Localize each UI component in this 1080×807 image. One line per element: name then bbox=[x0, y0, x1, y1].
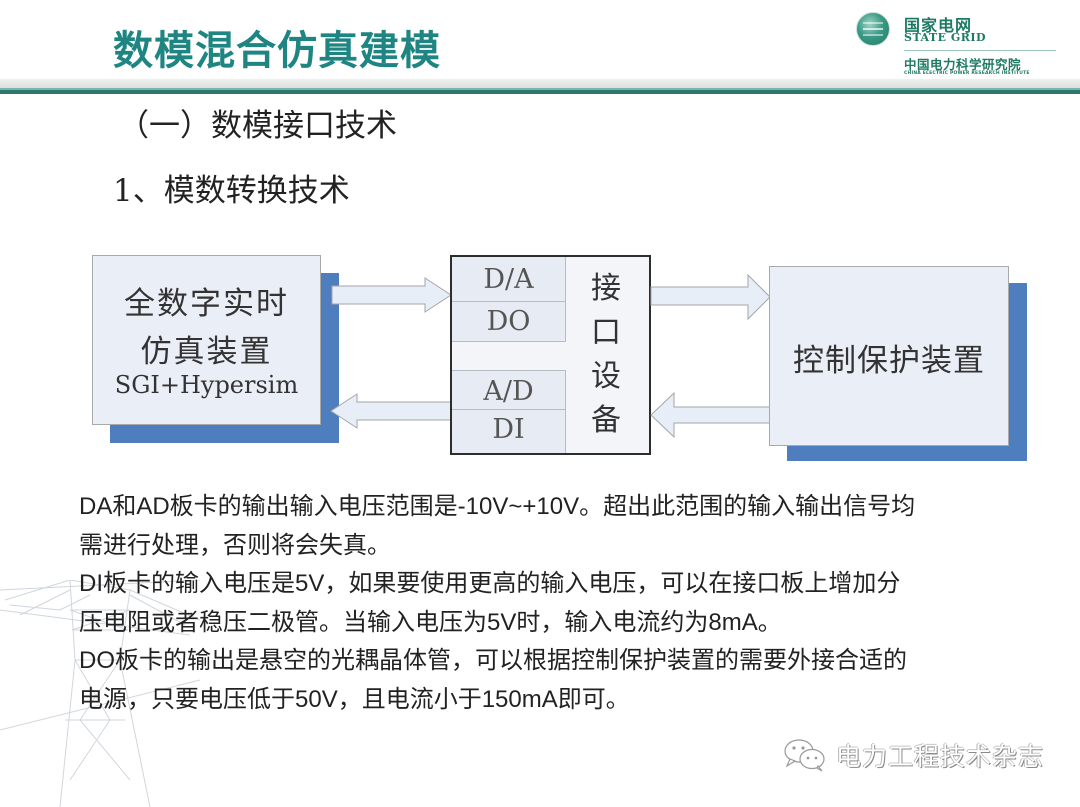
logo-divider bbox=[904, 50, 1056, 51]
body-line: DO板卡的输出是悬空的光耦晶体管，可以根据控制保护装置的需要外接合适的 bbox=[79, 647, 907, 674]
arrow-right-simulator-to-interface bbox=[331, 277, 452, 313]
arrow-right-interface-to-controller bbox=[650, 274, 771, 320]
body-line: 需进行处理，否则将会失真。 bbox=[79, 531, 391, 559]
header-divider bbox=[0, 79, 1080, 88]
logo-institute-cn: 中国电力科学研究院 bbox=[904, 57, 1022, 72]
interface-label-char: 口 bbox=[591, 315, 621, 350]
arrow-left-interface-to-simulator bbox=[330, 393, 452, 429]
interface-label-char: 设 bbox=[591, 359, 621, 394]
interface-cell-di: DI bbox=[452, 410, 566, 453]
simulator-box: 全数字实时 仿真装置 SGI+Hypersim bbox=[92, 255, 321, 425]
logo-org-en: STATE GRID bbox=[904, 31, 987, 44]
wechat-watermark: 电力工程技术杂志 bbox=[782, 738, 1044, 772]
interface-cell-do: DO bbox=[452, 302, 566, 342]
section-heading: （一）数模接口技术 bbox=[118, 108, 397, 144]
simulator-label-line2: 仿真装置 bbox=[140, 334, 273, 370]
body-line: DA和AD板卡的输出输入电压范围是-10V~+10V。超出此范围的输入输出信号均 bbox=[79, 493, 916, 520]
logo-institute-en: CHINA ELECTRIC POWER RESEARCH INSTITUTE bbox=[904, 71, 1030, 76]
state-grid-logo: 国家电网 STATE GRID 中国电力科学研究院 CHINA ELECTRIC… bbox=[852, 10, 1062, 78]
simulator-label-line1: 全数字实时 bbox=[124, 286, 289, 322]
body-line: 压电阻或者稳压二极管。当输入电压为5V时，输入电流约为8mA。 bbox=[79, 608, 782, 636]
header-divider-rule bbox=[0, 90, 1080, 94]
state-grid-globe-icon bbox=[856, 12, 890, 46]
body-text: DA和AD板卡的输出输入电压范围是-10V~+10V。超出此范围的输入输出信号均… bbox=[79, 488, 1039, 719]
sub-heading: 1、模数转换技术 bbox=[113, 173, 350, 209]
transmission-tower-icon bbox=[0, 580, 201, 807]
logo-org-cn: 国家电网 bbox=[904, 16, 973, 35]
interface-device-box: D/A DO A/D DI 接 口 设 备 bbox=[450, 255, 651, 455]
controller-label: 控制保护装置 bbox=[793, 343, 985, 379]
simulator-label-line3: SGI+Hypersim bbox=[114, 371, 299, 399]
body-line: 电源，只要电压低于50V，且电流小于150mA即可。 bbox=[79, 685, 630, 713]
watermark-text: 电力工程技术杂志 bbox=[836, 742, 1045, 771]
interface-device-label: 接 口 设 备 bbox=[578, 267, 634, 443]
slide-title: 数模混合仿真建模 bbox=[113, 28, 441, 74]
interface-label-char: 备 bbox=[591, 403, 621, 438]
interface-cell-ad: A/D bbox=[452, 370, 566, 410]
header-divider-accent bbox=[0, 88, 1080, 90]
controller-box: 控制保护装置 bbox=[769, 266, 1009, 446]
body-line: DI板卡的输入电压是5V，如果要使用更高的输入电压，可以在接口板上增加分 bbox=[79, 570, 901, 597]
wechat-icon bbox=[784, 739, 825, 772]
interface-cell-da: D/A bbox=[452, 257, 566, 302]
interface-label-char: 接 bbox=[591, 271, 621, 306]
arrow-left-controller-to-interface bbox=[650, 392, 772, 438]
